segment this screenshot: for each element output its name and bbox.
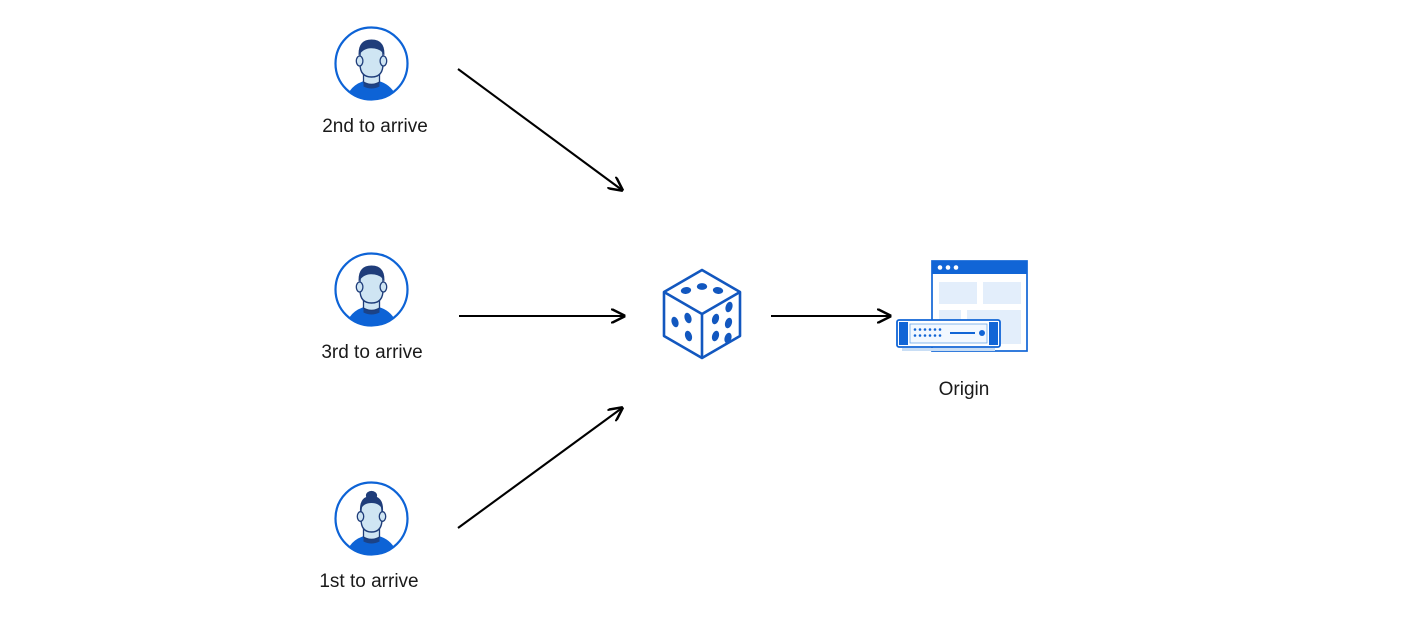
arrow-1st-to-dice — [457, 408, 622, 529]
arrow-2nd-to-dice — [457, 68, 622, 190]
client-1st-label: 1st to arrive — [319, 571, 419, 592]
origin-server-browser-icon — [893, 258, 1038, 363]
avatar-bun-hair-icon — [333, 480, 410, 557]
router-device-icon — [896, 319, 1001, 351]
client-2nd-label: 2nd to arrive — [322, 116, 428, 137]
client-3rd-label: 3rd to arrive — [321, 342, 423, 363]
avatar-short-hair-icon — [333, 251, 410, 328]
origin-label: Origin — [938, 379, 990, 400]
dice-icon — [658, 266, 746, 362]
avatar-short-hair-icon — [333, 25, 410, 102]
